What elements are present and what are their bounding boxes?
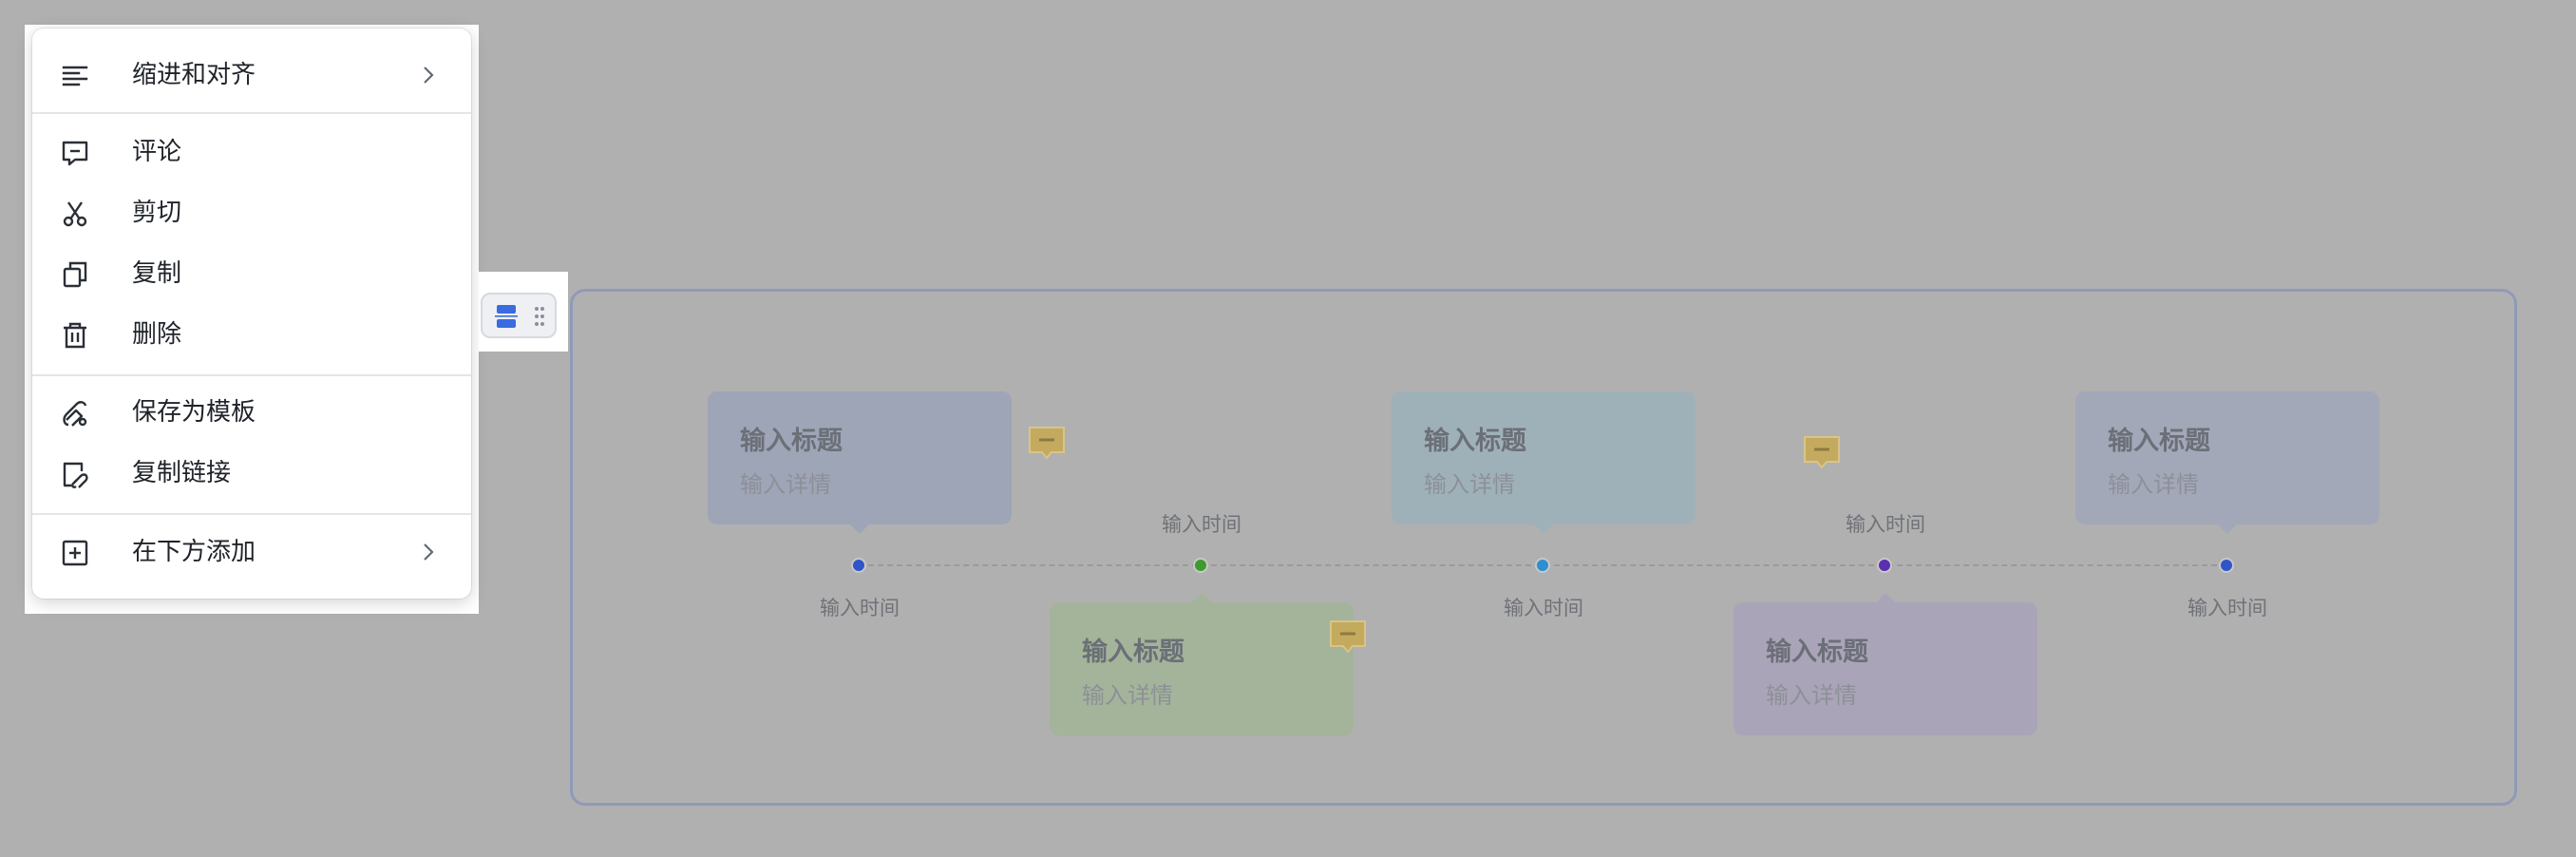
menu-item-save-template[interactable]: 保存为模板 [32, 385, 471, 440]
block-type-icon[interactable] [495, 304, 518, 329]
menu-divider [32, 112, 471, 114]
timeline-card-4[interactable]: 输入标题 输入详情 [1733, 593, 2037, 735]
card-detail[interactable]: 输入详情 [1082, 682, 1173, 709]
card-title[interactable]: 输入标题 [740, 427, 843, 456]
card-detail[interactable]: 输入详情 [2108, 471, 2199, 498]
time-label-1[interactable]: 输入时间 [820, 597, 900, 619]
menu-item-label: 保存为模板 [132, 398, 256, 427]
card-title[interactable]: 输入标题 [1082, 638, 1184, 667]
template-icon [61, 399, 89, 428]
timeline-dot-4[interactable] [1877, 558, 1892, 573]
timeline-dot-5[interactable] [2219, 558, 2234, 573]
card-detail[interactable]: 输入详情 [1424, 471, 1515, 498]
menu-item-label: 缩进和对齐 [132, 61, 256, 89]
time-label-3[interactable]: 输入时间 [1504, 597, 1583, 619]
card-title[interactable]: 输入标题 [1766, 638, 1868, 667]
menu-item-label: 复制 [132, 259, 182, 288]
timeline-card-2[interactable]: 输入标题 输入详情 [1050, 593, 1354, 735]
comment-badge-icon[interactable] [1329, 619, 1367, 654]
card-title[interactable]: 输入标题 [2108, 427, 2210, 456]
menu-divider [32, 513, 471, 515]
menu-item-indent-align[interactable]: 缩进和对齐 [32, 48, 471, 103]
trash-icon [61, 321, 89, 350]
card-pointer [1876, 593, 1895, 602]
comment-badge-icon[interactable] [1028, 426, 1066, 460]
timeline-dot-2[interactable] [1193, 558, 1208, 573]
card-pointer [1192, 593, 1211, 602]
menu-item-comment[interactable]: 评论 [32, 124, 471, 180]
scissors-icon [61, 200, 89, 228]
block-handle[interactable] [481, 293, 557, 338]
menu-item-add-below[interactable]: 在下方添加 [32, 524, 471, 580]
comment-icon [61, 139, 89, 167]
timeline-card-3[interactable]: 输入标题 输入详情 [1392, 391, 1695, 534]
menu-item-delete[interactable]: 删除 [32, 307, 471, 362]
card-pointer [2218, 524, 2237, 534]
menu-item-copy-link[interactable]: 复制链接 [32, 446, 471, 501]
context-menu: 缩进和对齐 评论 剪切 复制 删除 保存为模板 [32, 29, 471, 599]
menu-divider [32, 374, 471, 376]
align-left-icon [61, 62, 89, 90]
link-icon [61, 460, 89, 488]
card-pointer [850, 524, 869, 534]
menu-item-label: 删除 [132, 320, 182, 349]
chevron-right-icon [418, 541, 439, 563]
menu-item-label: 复制链接 [132, 459, 232, 487]
timeline-dot-3[interactable] [1535, 558, 1550, 573]
chevron-right-icon [418, 64, 439, 86]
timeline-block[interactable] [570, 289, 2517, 806]
menu-item-label: 剪切 [132, 199, 182, 227]
time-label-4[interactable]: 输入时间 [1846, 513, 1925, 536]
card-detail[interactable]: 输入详情 [740, 471, 831, 498]
menu-item-label: 评论 [132, 138, 182, 166]
time-label-2[interactable]: 输入时间 [1162, 513, 1241, 536]
comment-badge-icon[interactable] [1803, 435, 1841, 469]
time-label-5[interactable]: 输入时间 [2188, 597, 2267, 619]
menu-item-cut[interactable]: 剪切 [32, 185, 471, 240]
timeline-dot-1[interactable] [851, 558, 866, 573]
menu-item-copy[interactable]: 复制 [32, 246, 471, 301]
drag-handle-icon[interactable] [534, 306, 545, 327]
add-box-icon [61, 539, 89, 567]
card-detail[interactable]: 输入详情 [1766, 682, 1857, 709]
card-title[interactable]: 输入标题 [1424, 427, 1526, 456]
menu-item-label: 在下方添加 [132, 538, 256, 566]
copy-icon [61, 260, 89, 289]
card-pointer [1534, 524, 1553, 534]
timeline-card-5[interactable]: 输入标题 输入详情 [2075, 391, 2379, 534]
timeline-card-1[interactable]: 输入标题 输入详情 [708, 391, 1012, 534]
